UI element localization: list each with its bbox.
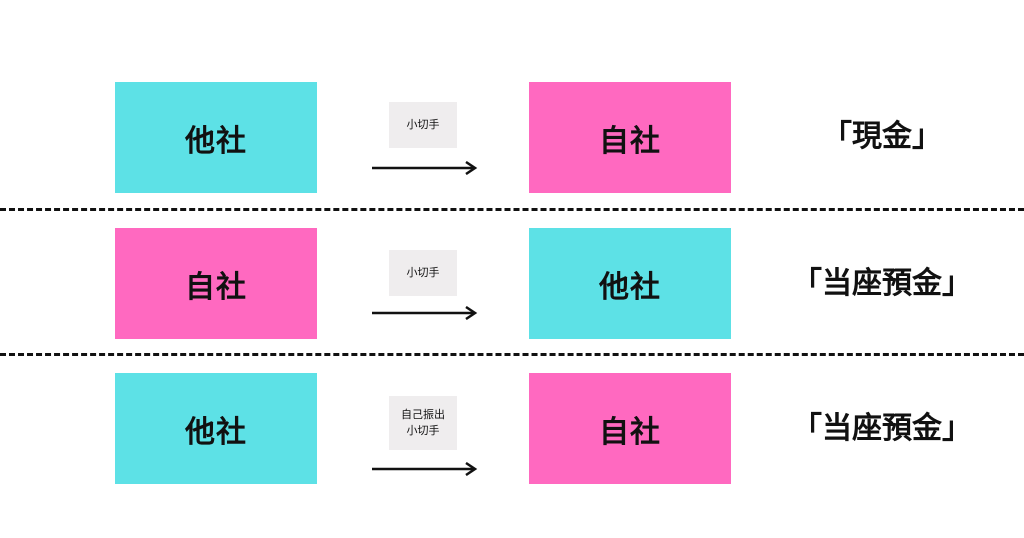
row1-from-label: 他社 — [185, 123, 247, 159]
row2-note-line1: 小切手 — [406, 266, 440, 279]
right-arrow-icon — [372, 306, 478, 320]
row3-to-label: 自社 — [599, 414, 661, 450]
row2-result: 「当座預金」 — [792, 266, 972, 301]
row3-result: 「当座預金」 — [792, 411, 972, 446]
row1-note: 小切手 — [389, 102, 457, 148]
row1-to-label: 自社 — [599, 123, 661, 159]
row2-to-label: 他社 — [599, 269, 661, 305]
row3-from-box: 他社 — [115, 373, 317, 484]
row3-note-line2: 小切手 — [406, 424, 440, 437]
divider-2 — [0, 353, 1024, 356]
right-arrow-icon — [372, 161, 478, 175]
row2-from-box: 自社 — [115, 228, 317, 339]
row3-note: 自己振出 小切手 — [389, 396, 457, 450]
row2-note: 小切手 — [389, 250, 457, 296]
row1-to-box: 自社 — [529, 82, 731, 193]
row3-to-box: 自社 — [529, 373, 731, 484]
row1-note-line1: 小切手 — [406, 118, 440, 131]
divider-1 — [0, 208, 1024, 211]
row3-from-label: 他社 — [185, 414, 247, 450]
row3-note-line1: 自己振出 — [401, 408, 445, 421]
row1-from-box: 他社 — [115, 82, 317, 193]
row2-to-box: 他社 — [529, 228, 731, 339]
right-arrow-icon — [372, 462, 478, 476]
row2-from-label: 自社 — [185, 269, 247, 305]
row1-result: 「現金」 — [822, 119, 942, 154]
